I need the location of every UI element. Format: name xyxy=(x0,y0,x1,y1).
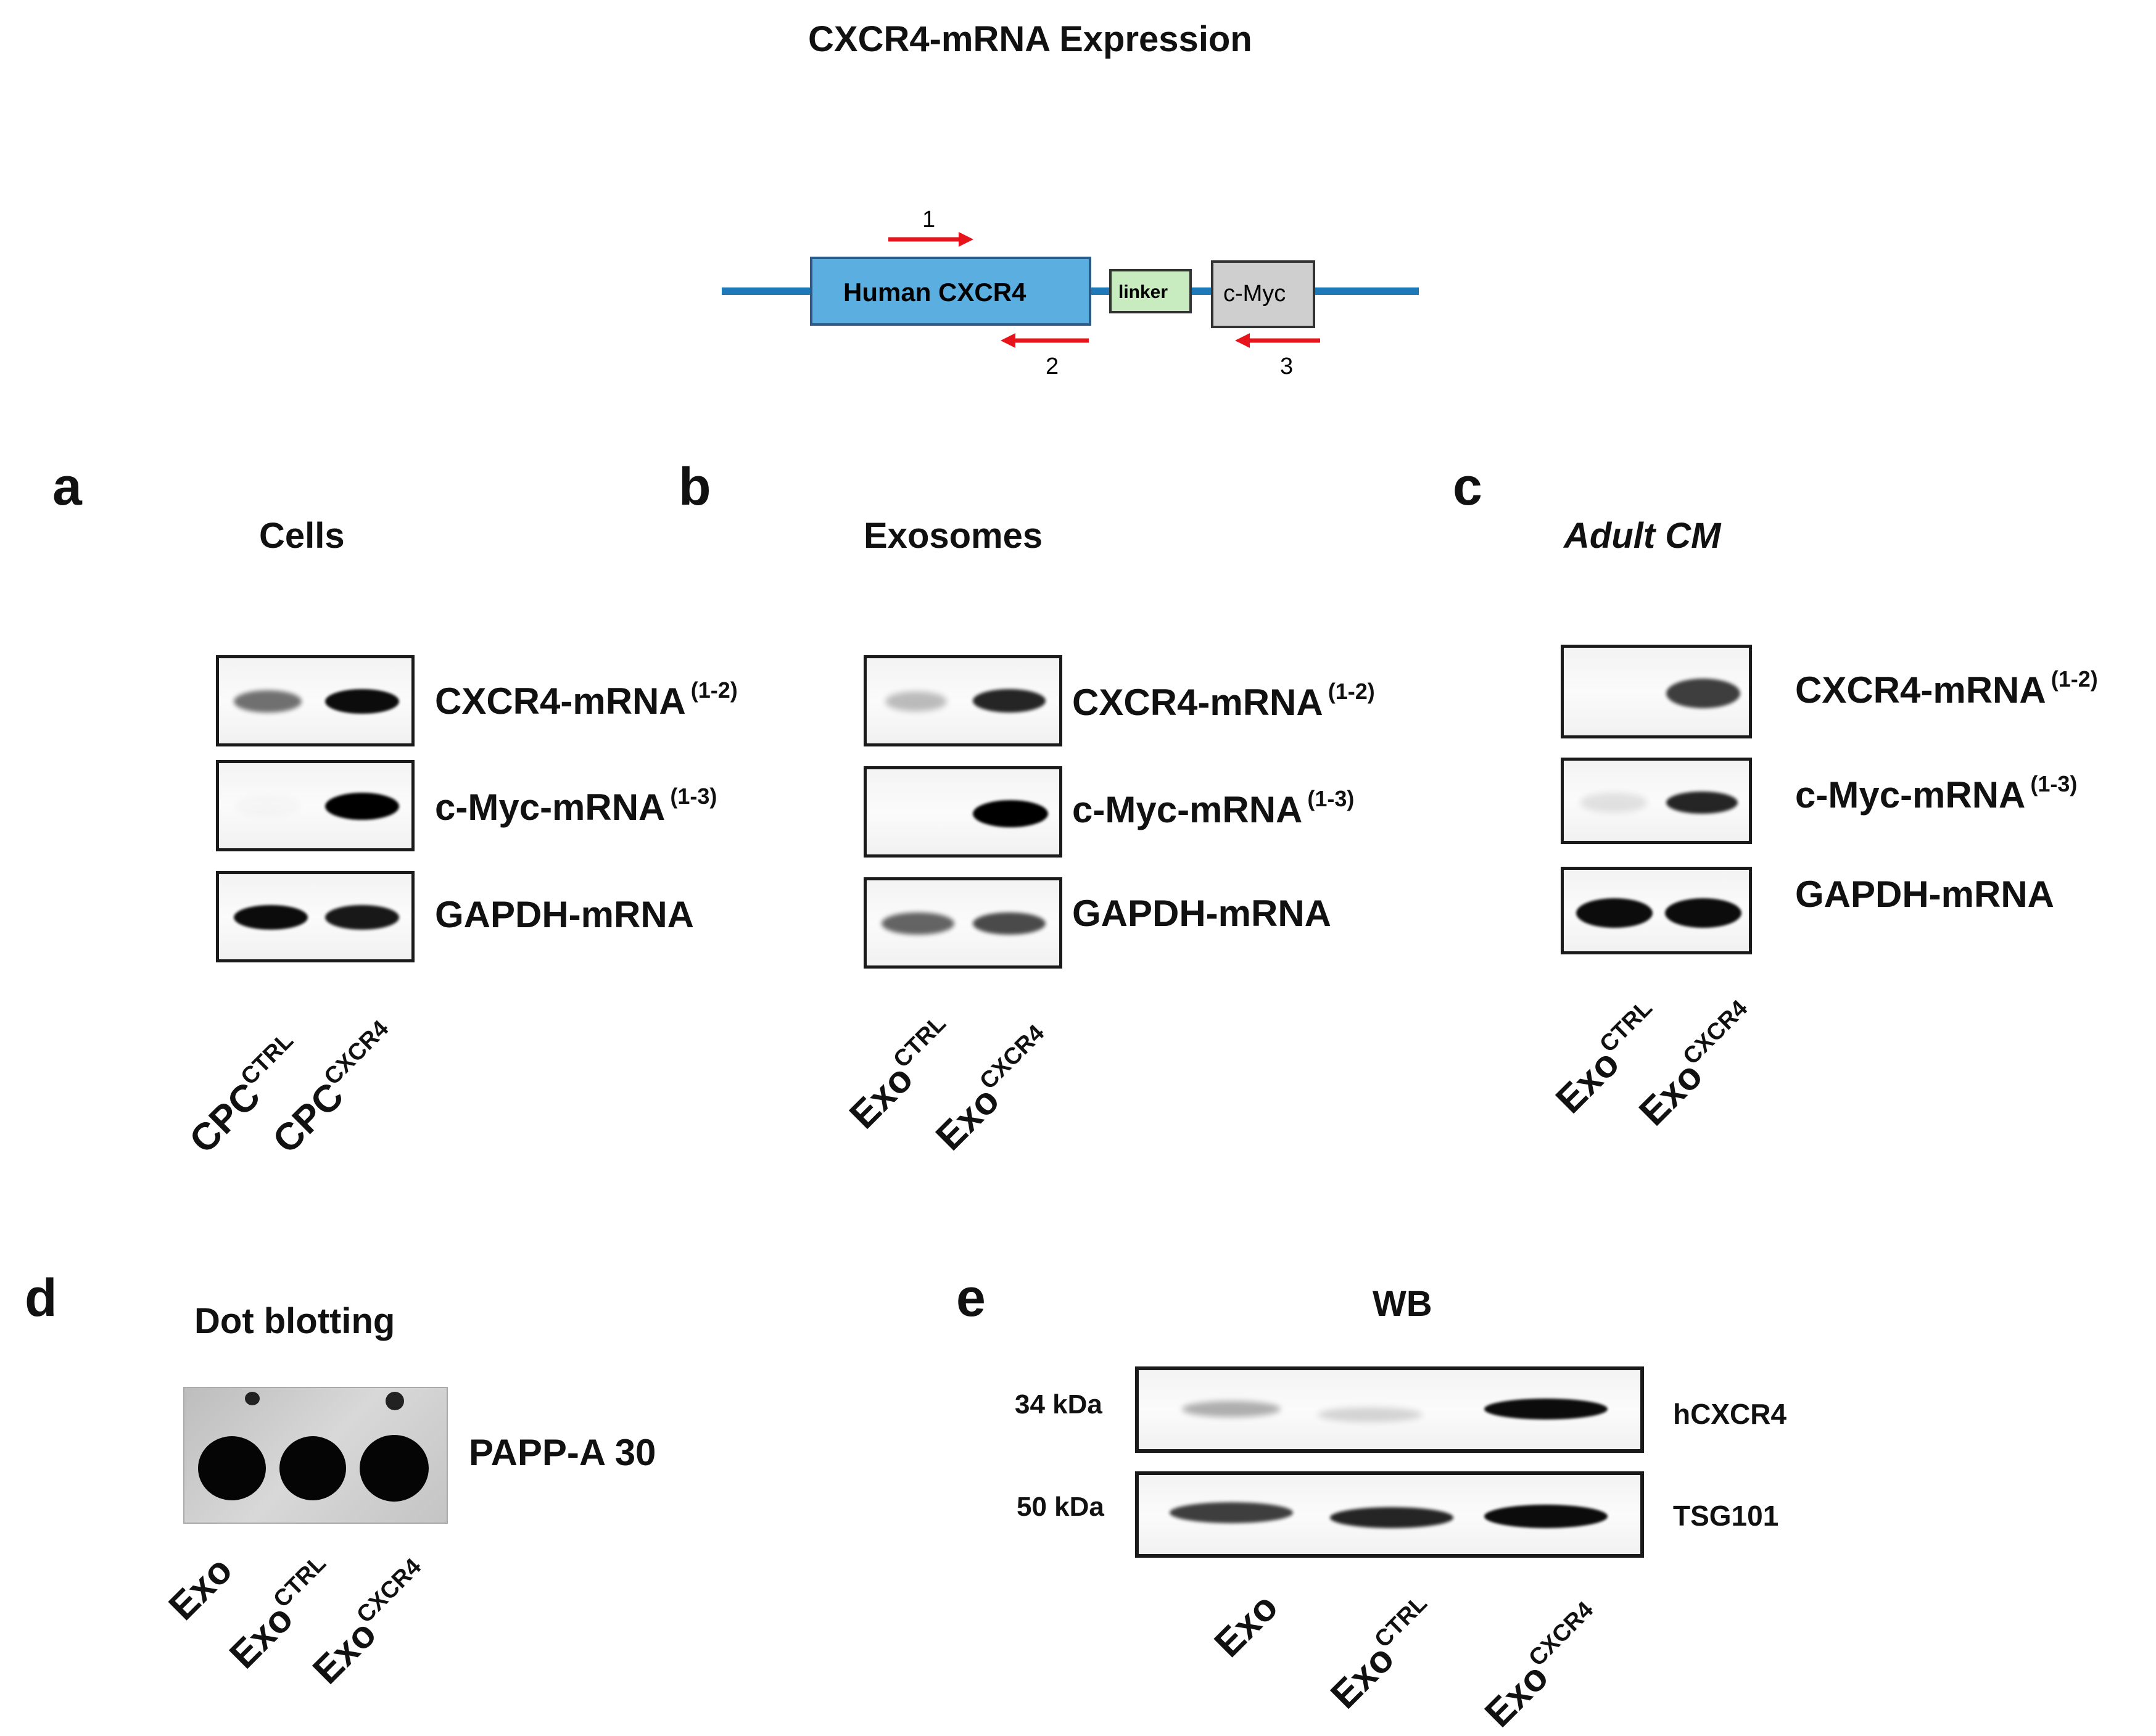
panel-b-band-label-1: CXCR4-mRNA(1-2) xyxy=(1072,679,1375,723)
wb-target-1: hCXCR4 xyxy=(1673,1398,1787,1430)
panel-e-lane-2: ExoCTRL xyxy=(1323,1590,1432,1717)
panel-a-gel-1 xyxy=(216,655,415,746)
gel-band xyxy=(973,800,1048,827)
panel-d-letter: d xyxy=(25,1268,57,1328)
panel-b-band-label-2: c-Myc-mRNA(1-3) xyxy=(1072,786,1355,830)
gel-band xyxy=(234,795,302,817)
gene-label: Human CXCR4 xyxy=(843,278,1026,307)
gel-band xyxy=(1484,1399,1608,1420)
dot xyxy=(279,1436,346,1500)
gel-band xyxy=(234,690,302,713)
panel-e-letter: e xyxy=(956,1268,986,1328)
gel-band xyxy=(234,905,308,930)
panel-b-title: Exosomes xyxy=(864,516,1043,556)
panel-c-letter: c xyxy=(1453,457,1482,516)
wb-target-2: TSG101 xyxy=(1673,1500,1779,1532)
panel-d-title: Dot blotting xyxy=(194,1301,395,1341)
figure-title: CXCR4-mRNA Expression xyxy=(808,19,1252,59)
gel-band xyxy=(1666,792,1738,814)
gel-band xyxy=(1576,898,1653,928)
dot xyxy=(198,1436,266,1500)
gel-band xyxy=(1665,898,1741,928)
gel-band xyxy=(885,692,947,711)
wb-marker-1: 34 kDa xyxy=(1015,1389,1102,1420)
gel-band xyxy=(1318,1407,1423,1422)
panel-c-gel-1 xyxy=(1561,645,1752,738)
panel-d-lane-1: Exo xyxy=(160,1548,241,1629)
gene-box xyxy=(810,257,1091,326)
wb-blot-1 xyxy=(1135,1366,1644,1453)
dot xyxy=(360,1435,429,1502)
panel-b-gel-3 xyxy=(864,877,1062,969)
panel-c-band-label-2: c-Myc-mRNA(1-3) xyxy=(1795,771,2078,816)
tag-box xyxy=(1211,260,1315,328)
panel-c-band-label-3: GAPDH-mRNA xyxy=(1795,874,2054,915)
gel-band xyxy=(1330,1507,1453,1528)
gel-band xyxy=(325,689,399,714)
gel-band xyxy=(882,912,954,935)
construct-diagram: 1 2 3 Human CXCR4 linker c-Myc xyxy=(722,207,1419,379)
wb-marker-2: 50 kDa xyxy=(1017,1492,1104,1522)
wb-blot-2 xyxy=(1135,1471,1644,1558)
gel-band xyxy=(1484,1505,1608,1528)
tag-label: c-Myc xyxy=(1223,281,1286,307)
panel-b-gel-1 xyxy=(864,655,1062,746)
panel-e-lane-1: Exo xyxy=(1206,1585,1286,1666)
primer-1-label: 1 xyxy=(922,207,935,233)
primer-3-label: 3 xyxy=(1280,353,1293,379)
gel-band xyxy=(1666,679,1740,708)
panel-a-title: Cells xyxy=(259,516,345,556)
panel-b-letter: b xyxy=(679,457,711,516)
primer-2-label: 2 xyxy=(1046,353,1059,379)
panel-c-gel-3 xyxy=(1561,867,1752,954)
gel-band xyxy=(325,905,399,930)
panel-c-band-label-1: CXCR4-mRNA(1-2) xyxy=(1795,666,2098,711)
gel-band xyxy=(1182,1401,1281,1417)
gel-band xyxy=(1170,1502,1293,1523)
panel-b-band-label-3: GAPDH-mRNA xyxy=(1072,893,1331,934)
panel-a-gel-3 xyxy=(216,871,415,962)
linker-box xyxy=(1109,269,1192,313)
panel-c-gel-2 xyxy=(1561,758,1752,844)
panel-a-band-label-3: GAPDH-mRNA xyxy=(435,894,694,935)
gel-band xyxy=(973,912,1046,935)
panel-a-band-label-2: c-Myc-mRNA(1-3) xyxy=(435,783,717,828)
panel-c-title: Adult CM xyxy=(1564,516,1721,556)
panel-b-gel-2 xyxy=(864,766,1062,858)
gel-band xyxy=(973,689,1046,713)
dot-blot-membrane xyxy=(183,1387,448,1524)
panel-a-letter: a xyxy=(52,457,82,516)
gel-band xyxy=(325,793,399,820)
panel-a-band-label-1: CXCR4-mRNA(1-2) xyxy=(435,677,738,722)
panel-e-lane-3: ExoCXCR4 xyxy=(1477,1597,1599,1736)
panel-a-gel-2 xyxy=(216,760,415,851)
dot-blot-target-label: PAPP-A 30 xyxy=(469,1432,656,1473)
linker-label: linker xyxy=(1118,282,1168,302)
gel-band xyxy=(1580,793,1648,812)
panel-e-title: WB xyxy=(1373,1284,1432,1324)
